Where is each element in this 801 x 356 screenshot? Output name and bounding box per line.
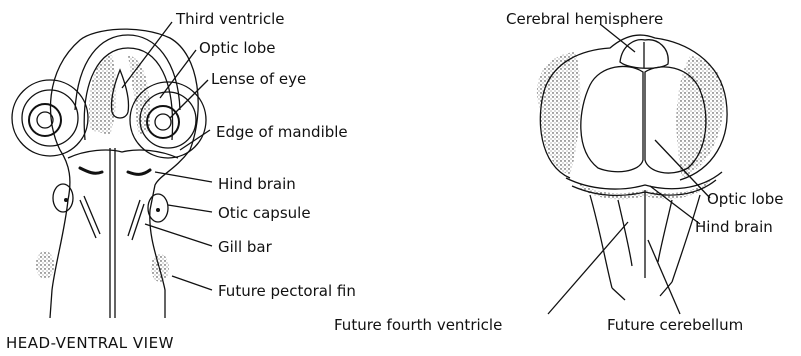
label-future-pectoral-fin: Future pectoral fin <box>218 282 356 300</box>
label-otic-capsule: Otic capsule <box>218 204 311 222</box>
label-optic-lobe-head: Optic lobe <box>199 39 276 57</box>
label-hind-brain-head: Hind brain <box>218 175 296 193</box>
left-hemisphere <box>581 66 643 171</box>
left-eye <box>12 80 88 156</box>
label-third-ventricle: Third ventricle <box>175 10 285 28</box>
hind-brain-mark-right <box>128 170 150 174</box>
caption-head-ventral-view: HEAD-VENTRAL VIEW <box>6 334 174 352</box>
left-pectoral-fin <box>36 251 54 279</box>
gill-bars <box>80 196 144 240</box>
brain-drawing <box>537 35 727 300</box>
label-gill-bar: Gill bar <box>218 238 273 256</box>
label-future-fourth-ventricle: Future fourth ventricle <box>334 316 502 334</box>
label-cerebral-hemisphere: Cerebral hemisphere <box>506 10 663 28</box>
label-lense-of-eye: Lense of eye <box>211 70 306 88</box>
head-ventral-drawing <box>12 29 206 318</box>
left-otic-capsule <box>53 184 73 212</box>
head-outline <box>50 29 198 318</box>
right-pectoral-fin <box>151 254 169 282</box>
label-edge-of-mandible: Edge of mandible <box>216 123 348 141</box>
hind-brain-mark-left <box>80 168 102 173</box>
label-future-cerebellum: Future cerebellum <box>607 316 743 334</box>
label-hind-brain-brain: Hind brain <box>695 218 773 236</box>
label-optic-lobe-brain: Optic lobe <box>707 190 784 208</box>
left-optic-lobe-stipple <box>537 52 581 175</box>
